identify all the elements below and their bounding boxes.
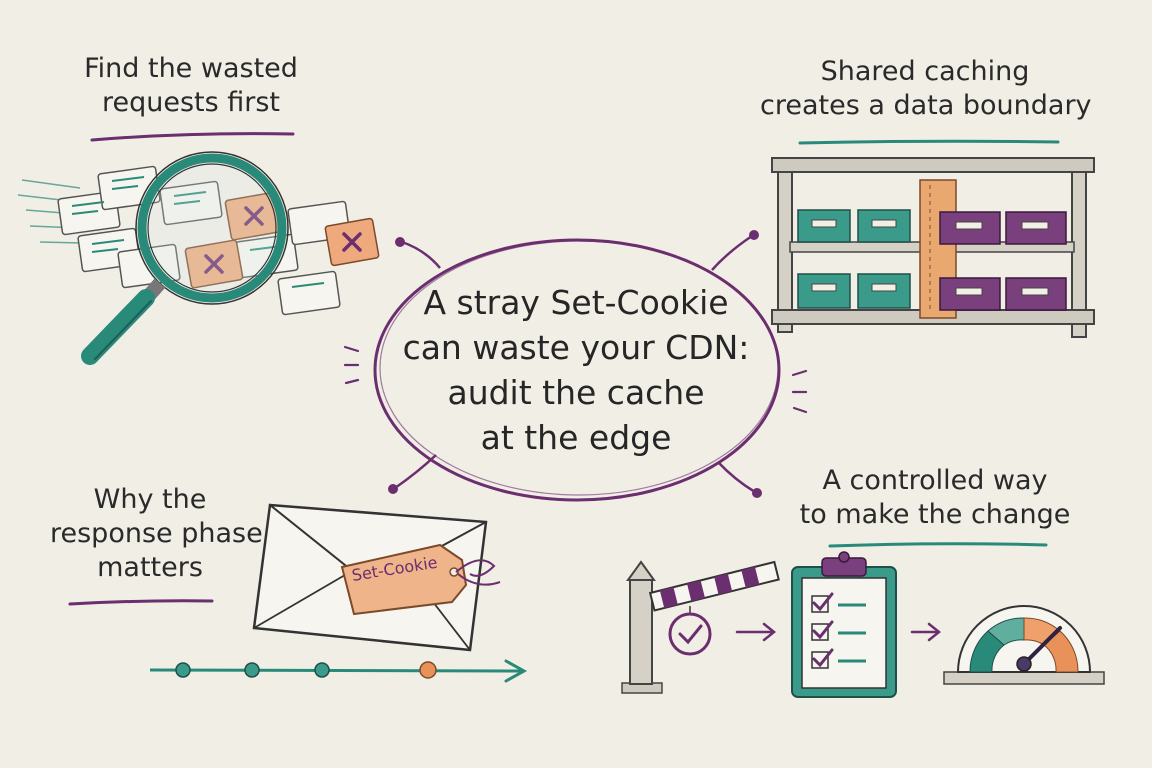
center-bubble: [373, 238, 781, 502]
central-topic-line-4: at the edge: [480, 418, 672, 457]
branch-top-right-line-2: creates a data boundary: [760, 90, 1092, 121]
branch-bottom-left-label: Why the response phase matters: [50, 483, 263, 585]
branch-top-right-line-1: Shared caching: [820, 56, 1030, 87]
branch-bottom-left-line-3: matters: [97, 552, 203, 583]
branch-top-right-label: Shared caching creates a data boundary: [760, 55, 1092, 123]
arrow-icon: [735, 622, 942, 642]
heading-underlines: [68, 132, 1060, 606]
central-topic: A stray Set-Cookie can waste your CDN: a…: [376, 280, 776, 460]
gauge-icon: [943, 605, 1105, 685]
gate-icon: [621, 560, 780, 694]
branch-bottom-right-label: A controlled way to make the change: [790, 464, 1080, 532]
central-topic-line-1: A stray Set-Cookie: [423, 283, 729, 322]
central-topic-line-3: audit the cache: [447, 373, 705, 412]
branch-top-left-line-1: Find the wasted: [84, 53, 298, 84]
branch-bottom-left-line-1: Why the: [93, 484, 207, 515]
magnifier-icon: [17, 151, 380, 365]
branch-bottom-right-line-2: to make the change: [799, 499, 1071, 530]
spoke-dots: [388, 230, 762, 498]
envelope-icon: [252, 503, 501, 652]
emphasis-ticks: [343, 345, 808, 414]
branch-bottom-right-line-1: A controlled way: [822, 465, 1048, 496]
branch-top-left-line-2: requests first: [101, 87, 281, 118]
branch-top-left-label: Find the wasted requests first: [76, 52, 306, 120]
checklist-icon: [791, 551, 897, 698]
spoke-lines: [394, 234, 756, 494]
branch-bottom-left-line-2: response phase: [50, 518, 263, 549]
timeline: [149, 659, 528, 683]
central-topic-line-2: can waste your CDN:: [402, 328, 750, 367]
shelf-icon: [771, 157, 1095, 338]
